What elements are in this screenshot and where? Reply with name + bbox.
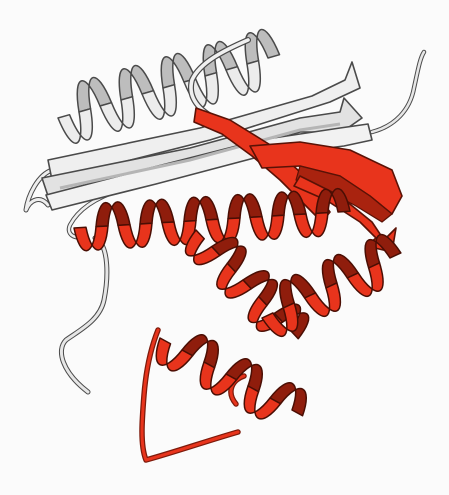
grey-coil-right-tail: [372, 52, 424, 132]
helix-turn-back: [96, 202, 130, 227]
helix-turn-front: [294, 213, 328, 238]
helix-turn-back: [245, 29, 279, 64]
red-helix-bottom: [156, 335, 306, 419]
helix-turn-back: [228, 194, 262, 219]
helix-turn-front: [58, 109, 92, 144]
helix-turn-front: [118, 223, 152, 248]
helix-turn-front: [250, 215, 284, 240]
helix-turn-back: [140, 199, 174, 224]
helix-turn-back: [365, 235, 401, 268]
helix-turn-front: [74, 226, 108, 251]
helix-turn-back: [184, 197, 218, 222]
